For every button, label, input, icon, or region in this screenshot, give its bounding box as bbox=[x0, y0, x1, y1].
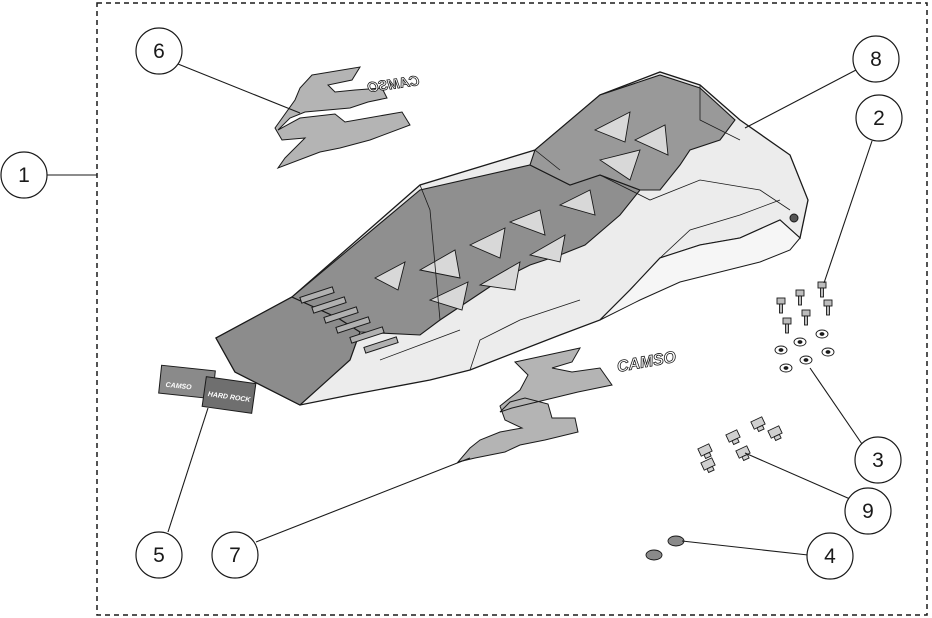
shell-ridges bbox=[379, 85, 791, 371]
callout-label-8: 8 bbox=[870, 48, 882, 71]
decal-upper-brand: CAMSO bbox=[366, 72, 420, 95]
clips bbox=[697, 416, 783, 474]
assembly-boundary bbox=[96, 2, 928, 616]
callout-label-6: 6 bbox=[153, 40, 165, 63]
leader-3 bbox=[809, 367, 863, 445]
leader-6 bbox=[177, 63, 301, 114]
callout-label-3: 3 bbox=[872, 449, 884, 472]
mount-hole bbox=[789, 213, 799, 223]
callout-label-4: 4 bbox=[824, 545, 836, 568]
callout-label-7: 7 bbox=[229, 544, 241, 567]
leader-9 bbox=[744, 452, 851, 500]
callout-2: 2 bbox=[855, 94, 903, 142]
front-vent-slots bbox=[299, 286, 399, 354]
washers bbox=[774, 329, 835, 373]
skid-plate bbox=[215, 71, 809, 406]
leader-lines bbox=[47, 63, 873, 556]
decal-lower: CAMSO bbox=[456, 347, 678, 463]
callout-9: 9 bbox=[844, 487, 892, 535]
callout-6: 6 bbox=[135, 27, 183, 75]
decal-lower-shape bbox=[456, 347, 613, 463]
callout-label-2: 2 bbox=[873, 107, 885, 130]
leader-5 bbox=[167, 407, 209, 533]
decal-lower-brand: CAMSO bbox=[616, 349, 678, 376]
callout-8: 8 bbox=[852, 35, 900, 83]
sticker-left-text: CAMSO bbox=[165, 382, 192, 392]
decal-upper-shape bbox=[274, 66, 411, 170]
leader-2 bbox=[823, 140, 873, 284]
decal-upper: CAMSO bbox=[274, 66, 421, 170]
bolts bbox=[776, 281, 833, 334]
leader-8 bbox=[744, 69, 857, 129]
plug-a bbox=[667, 535, 685, 547]
plugs bbox=[645, 535, 685, 561]
callout-4: 4 bbox=[806, 532, 854, 580]
leader-4 bbox=[681, 540, 809, 556]
stickers: CAMSO HARD ROCK bbox=[158, 364, 257, 414]
callout-3: 3 bbox=[854, 436, 902, 484]
skid-plate-side bbox=[599, 219, 801, 321]
callout-label-9: 9 bbox=[862, 500, 874, 523]
skid-plate-rear-deck bbox=[529, 74, 736, 191]
callout-label-1: 1 bbox=[18, 164, 30, 187]
callout-label-5: 5 bbox=[153, 544, 165, 567]
plug-b bbox=[645, 549, 663, 561]
callout-7: 7 bbox=[211, 531, 259, 579]
callout-5: 5 bbox=[135, 531, 183, 579]
deck-cutouts bbox=[374, 111, 669, 311]
sticker-right: HARD ROCK bbox=[201, 376, 257, 414]
leader-7 bbox=[255, 457, 471, 543]
callout-1: 1 bbox=[0, 151, 48, 199]
